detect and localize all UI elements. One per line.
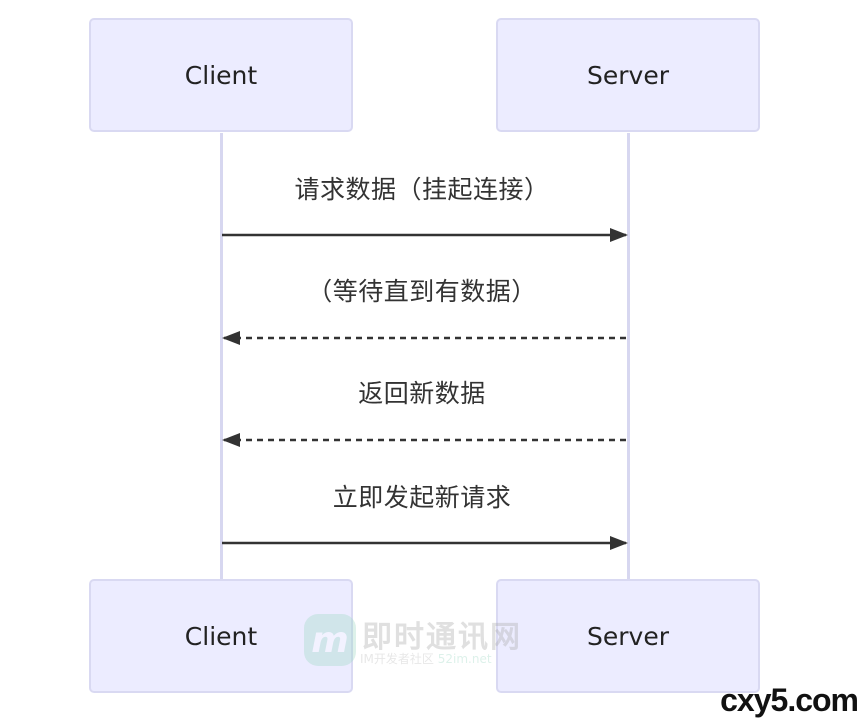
message-label-return: 返回新数据 bbox=[358, 379, 486, 408]
server-lifeline bbox=[627, 133, 630, 579]
watermark-name: 即时通讯网 bbox=[362, 620, 522, 655]
corner-watermark: cxy5.com bbox=[720, 682, 859, 718]
message-label-new-request: 立即发起新请求 bbox=[332, 483, 512, 512]
client-actor-top: Client bbox=[89, 18, 353, 132]
watermark-logo-icon: m bbox=[304, 614, 356, 666]
watermark-tagline-text: IM开发者社区 bbox=[360, 652, 434, 666]
message-label-wait: （等待直到有数据） bbox=[307, 277, 537, 306]
message-label-request: 请求数据（挂起连接） bbox=[294, 175, 550, 204]
server-actor-top: Server bbox=[496, 18, 760, 132]
server-actor-bottom: Server bbox=[496, 579, 760, 693]
watermark-site: 52im.net bbox=[437, 652, 492, 666]
watermark-tagline: IM开发者社区 52im.net bbox=[360, 650, 492, 667]
client-lifeline bbox=[220, 133, 223, 579]
watermark: m 即时通讯网 IM开发者社区 52im.net bbox=[304, 612, 540, 672]
client-actor-bottom: Client bbox=[89, 579, 353, 693]
